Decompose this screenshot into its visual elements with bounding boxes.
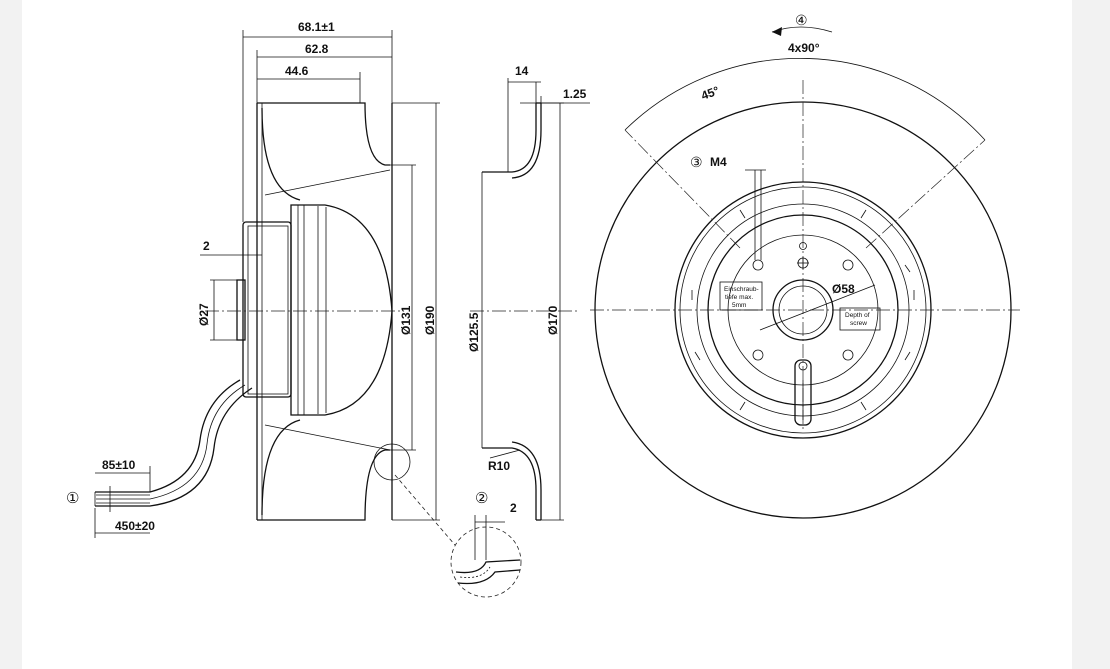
dim-radius-10: R10 [488,459,510,473]
dim-cable-85: 85±10 [102,458,136,472]
front-view [590,26,1020,519]
dim-thickness-14: 14 [515,64,529,78]
dim-dia-190: Ø190 [423,305,437,335]
technical-drawing: 68.1±1 62.8 44.6 2 Ø27 Ø131 Ø190 85±10 4… [66,12,1020,598]
dim-thickness-125: 1.25 [563,87,587,101]
dim-overall-width: 68.1±1 [298,20,335,34]
dim-cable-450: 450±20 [115,519,155,533]
note-en-line1: Depth of [845,312,870,319]
dim-width-62: 62.8 [305,42,329,56]
thread-m4: M4 [710,155,727,169]
dim-plate-2: 2 [203,239,210,253]
marker-2: ② [475,490,488,507]
note-de-line1: Einschraub- [724,286,759,293]
dim-dia-170: Ø170 [546,305,560,335]
dim-dia-1255: Ø125.5 [467,312,481,352]
note-de-line2: tiefe max. [725,294,753,301]
angle-45: 45° [699,83,721,102]
dim-dia-131: Ø131 [399,305,413,335]
note-de-line3: 5mm [732,302,746,309]
marker-3: ③ [690,154,703,170]
dim-width-44: 44.6 [285,64,309,78]
drawing-sheet: 68.1±1 62.8 44.6 2 Ø27 Ø131 Ø190 85±10 4… [22,0,1072,669]
angle-4x90: 4x90° [788,41,820,55]
note-en-line2: screw [850,320,867,327]
section-view [450,78,590,598]
side-view [94,30,456,546]
dim-dia-58: Ø58 [832,282,855,296]
marker-1: ① [66,490,79,507]
marker-4: ④ [795,12,808,28]
dim-shaft-27: Ø27 [197,303,211,326]
dim-detail-2: 2 [510,501,517,515]
